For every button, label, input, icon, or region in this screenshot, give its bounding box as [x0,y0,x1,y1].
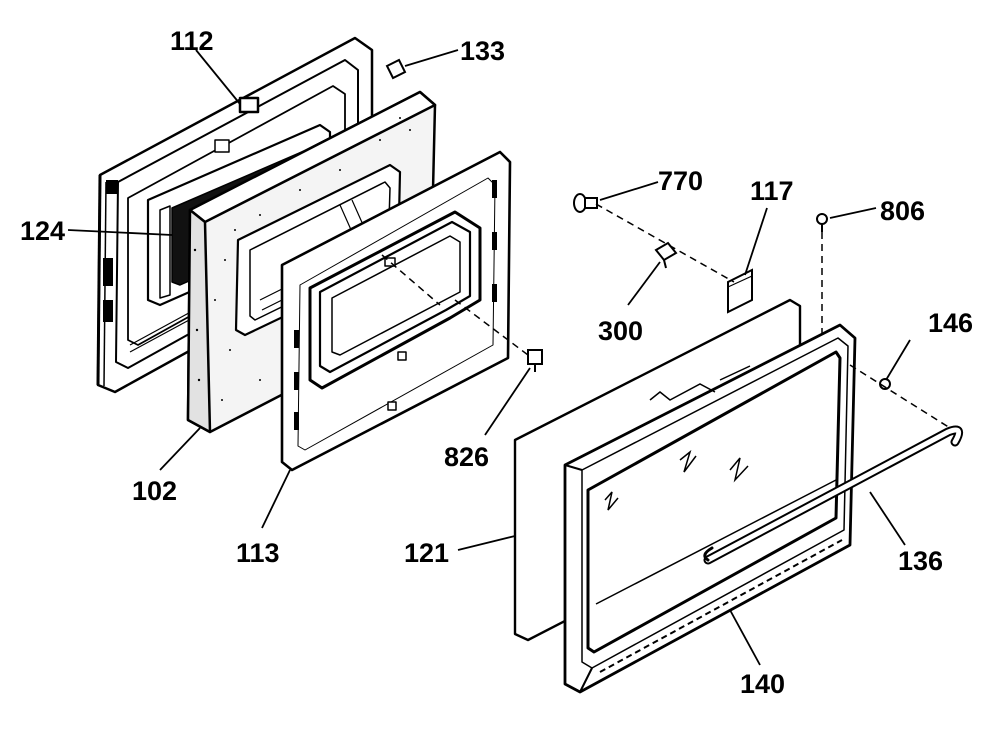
callout-112: 112 [170,26,214,56]
assembly-lines [381,203,951,429]
part-806-screw [816,213,828,232]
part-callouts: 112 133 124 102 113 826 770 117 806 300 … [20,26,973,699]
part-136-handle [703,425,964,565]
callout-124: 124 [20,216,65,246]
callout-140: 140 [740,669,785,699]
leader-lines [67,49,911,666]
part-146-endcap [879,378,891,390]
callout-133: 133 [460,36,505,66]
callout-146: 146 [928,308,973,338]
callout-136: 136 [898,546,943,576]
part-117-bracket [727,268,753,314]
part-140-outer-frame [563,323,857,694]
callout-117: 117 [750,176,794,206]
part-113-door-panel [280,150,512,472]
part-770-screw [573,193,598,213]
callout-826: 826 [444,442,489,472]
callout-121: 121 [404,538,449,568]
callout-806: 806 [880,196,925,226]
callout-102: 102 [132,476,177,506]
part-826-screw [527,349,543,372]
glass-reflection-marks [604,365,751,511]
part-133-clip [385,58,407,80]
callout-300: 300 [598,316,643,346]
callout-113: 113 [236,538,280,568]
callout-770: 770 [658,166,703,196]
